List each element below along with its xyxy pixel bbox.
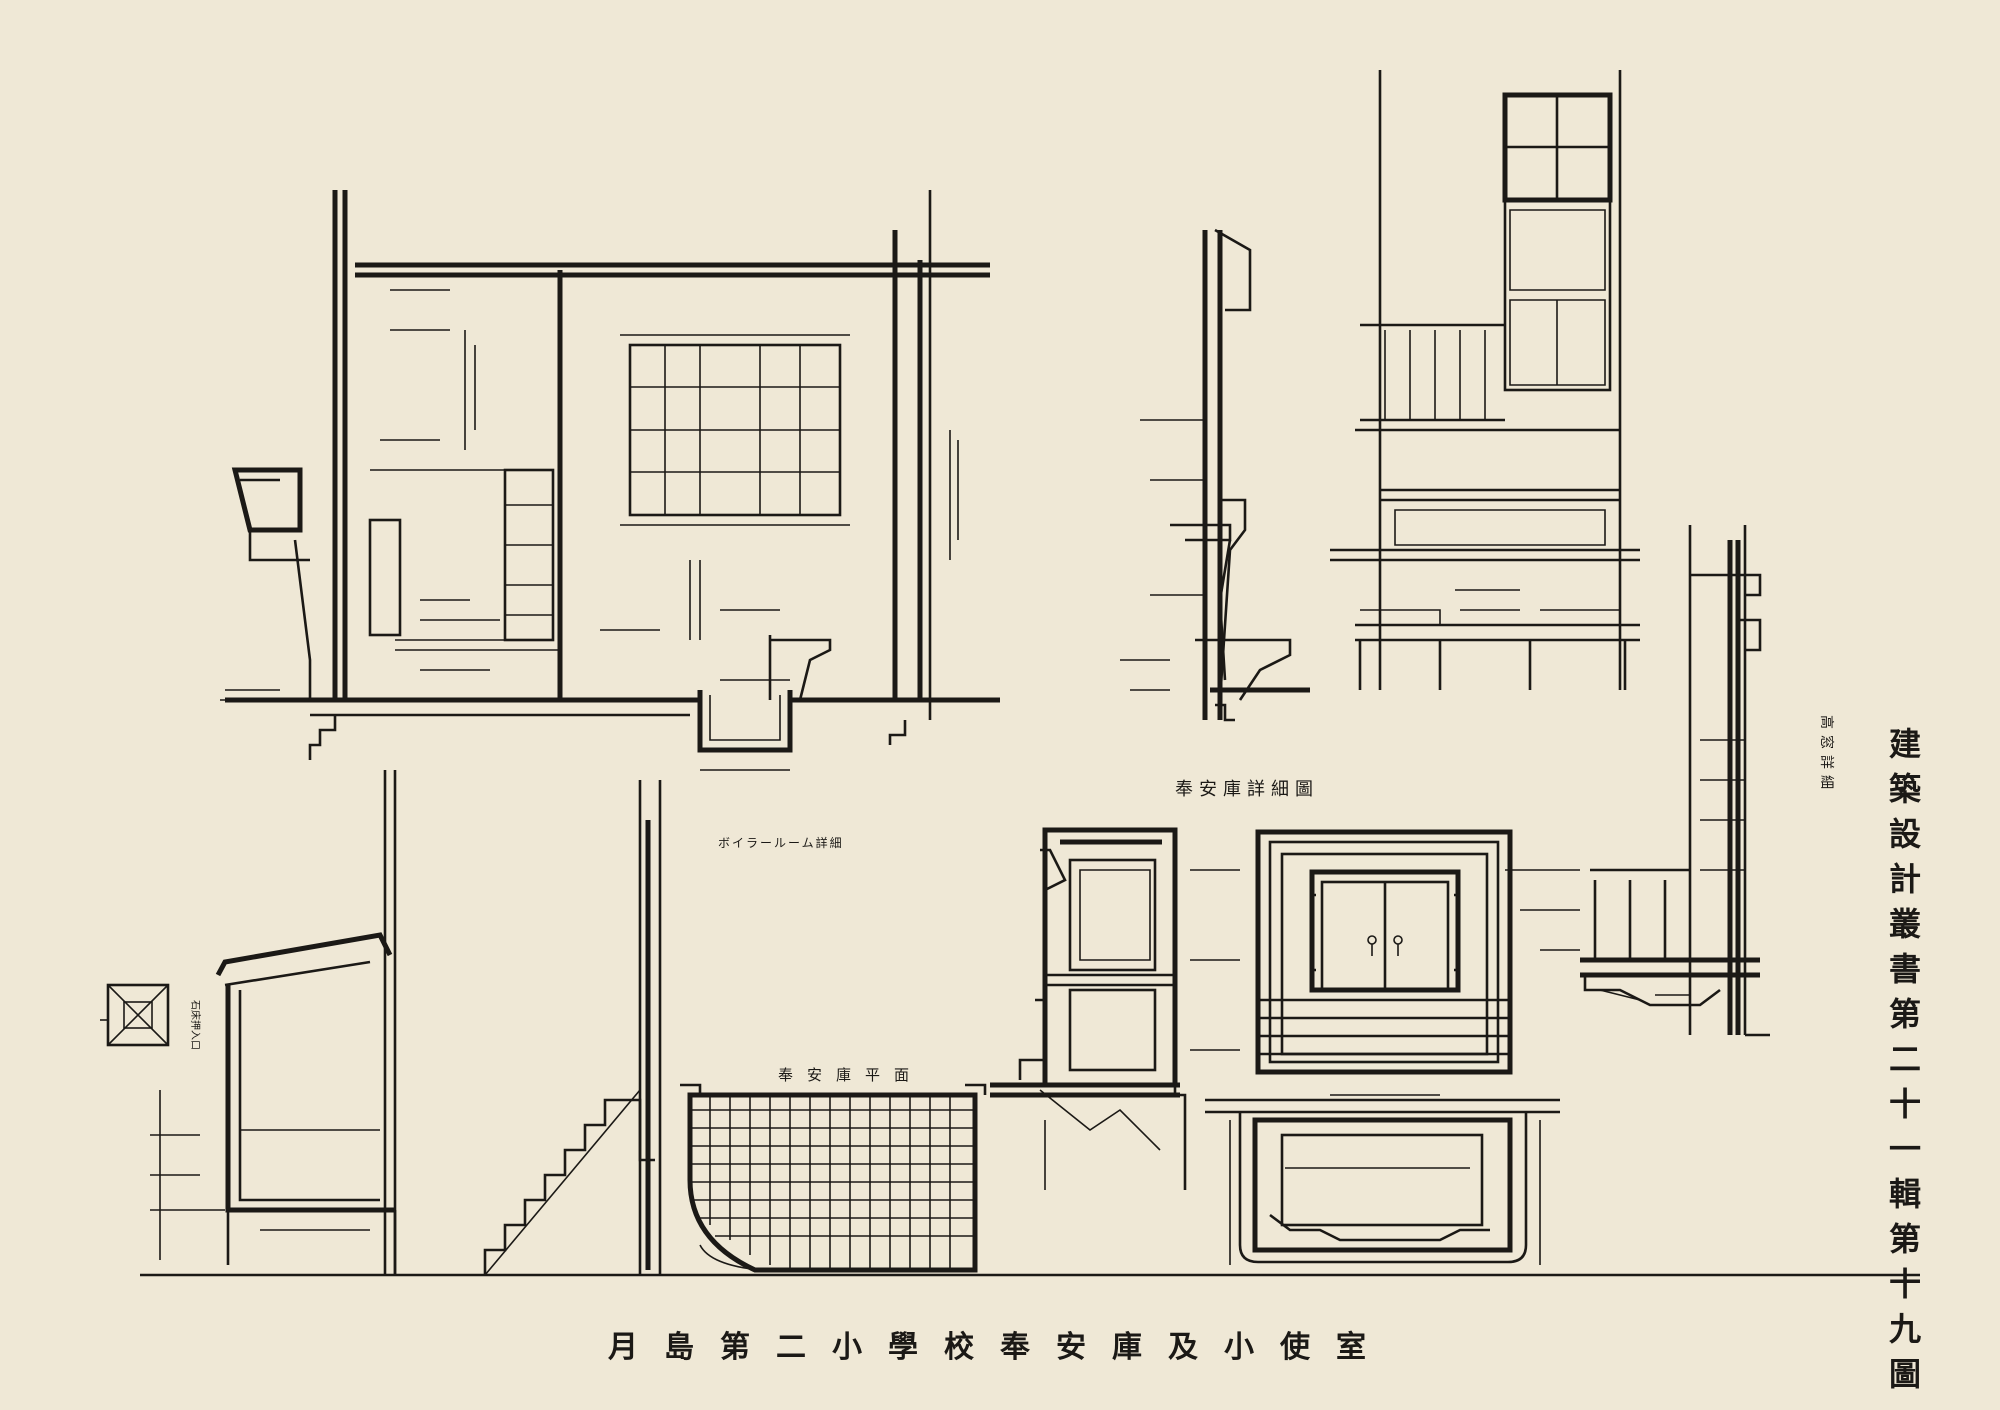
stair-and-vault-plan bbox=[483, 780, 987, 1276]
series-label: 建築設計叢書第二十一輯第十九圖 bbox=[1878, 722, 1932, 1397]
stone-floor-opening-label: 石床押入口 bbox=[189, 1000, 202, 1050]
caption-text: 月島第二小學校奉安庫及小使室 bbox=[608, 1330, 1392, 1365]
wall-section-label: 高窓詳細 bbox=[1818, 715, 1835, 795]
room-section-upper-left bbox=[220, 190, 1000, 771]
series-label-char: 第 bbox=[1888, 1220, 1921, 1258]
houanko-detail-label: 奉安庫詳細圖 bbox=[1175, 779, 1319, 800]
series-label-char: 九 bbox=[1888, 1310, 1921, 1348]
boiler-room-detail-label: ボイラールーム詳細 bbox=[718, 835, 844, 850]
series-label-char: 第 bbox=[1888, 995, 1921, 1033]
series-label-char: 叢 bbox=[1888, 905, 1921, 943]
series-label-char: 一 bbox=[1888, 1130, 1921, 1168]
wall-section-far-right bbox=[1505, 525, 1770, 1037]
series-label-char: 設 bbox=[1888, 815, 1921, 853]
elevation-upper-right bbox=[1330, 70, 1640, 690]
series-label-char: 圖 bbox=[1888, 1355, 1921, 1393]
boiler-room-section bbox=[100, 770, 1920, 1277]
sill-section-upper-middle bbox=[1120, 228, 1310, 722]
series-label-char: 二 bbox=[1888, 1040, 1921, 1078]
series-label-char: 輯 bbox=[1888, 1175, 1921, 1213]
vault-section-center bbox=[990, 827, 1240, 1190]
series-label-char: 十 bbox=[1888, 1085, 1921, 1123]
series-label-char: 計 bbox=[1888, 860, 1921, 898]
drawing-caption: 月島第二小學校奉安庫及小使室 bbox=[0, 1322, 2000, 1366]
annotation-labels: 奉安庫詳細圖 ボイラールーム詳細 奉安庫平面 石床押入口 高窓詳細 bbox=[189, 715, 1835, 1084]
series-label-char: 建 bbox=[1888, 725, 1921, 763]
plan-view-label: 奉安庫平面 bbox=[778, 1066, 923, 1084]
series-label-char: 書 bbox=[1888, 950, 1921, 988]
vault-door-elevation bbox=[1255, 829, 1513, 1075]
series-label-char: 築 bbox=[1888, 770, 1921, 808]
vault-plan bbox=[1205, 1094, 1560, 1276]
series-label-char: 十 bbox=[1888, 1265, 1921, 1303]
